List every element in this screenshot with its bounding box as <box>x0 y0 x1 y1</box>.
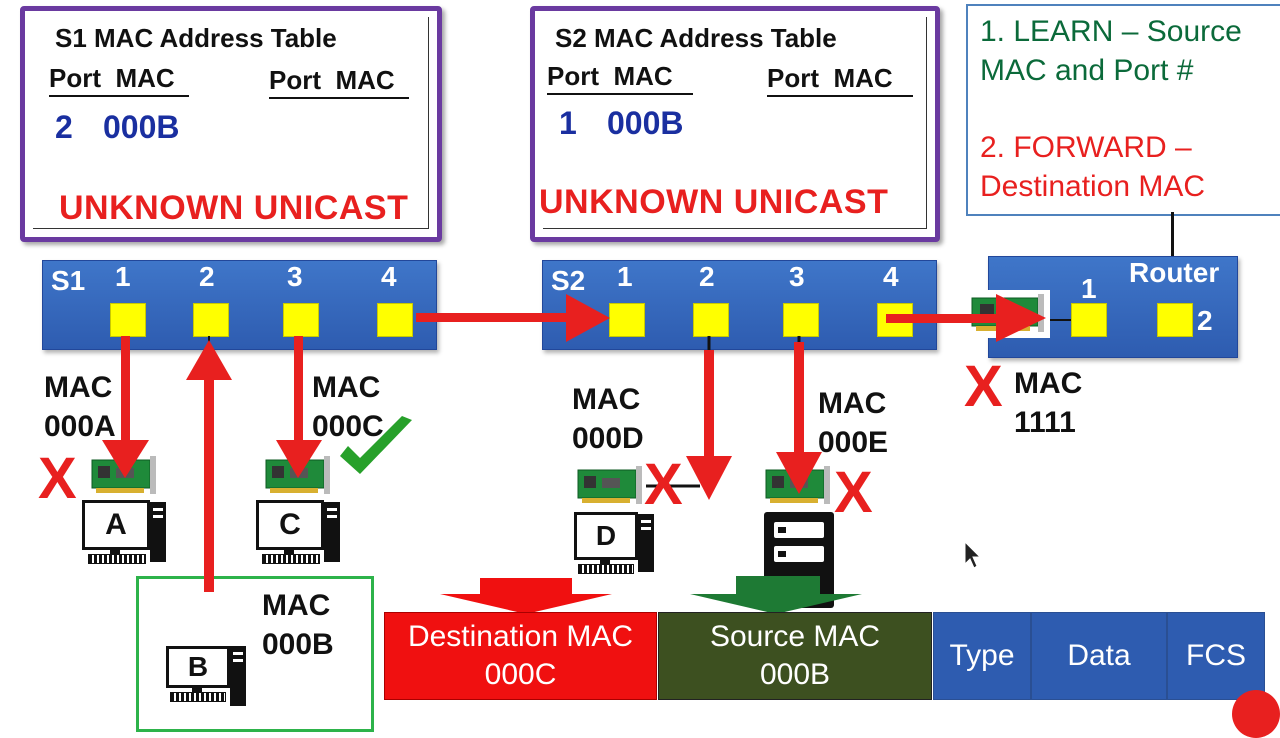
s2-port-3-label: 3 <box>789 261 805 292</box>
s1-table-title: S1 MAC Address Table <box>55 23 337 53</box>
router-mac-label: MAC 1111 <box>1014 367 1083 439</box>
drop-mark-host-a: X <box>38 446 77 511</box>
s2-table-entry-port: 1 <box>559 105 577 141</box>
s2-table-entry-mac: 000B <box>607 105 684 141</box>
host-c-mac-label: MAC 000C <box>312 371 384 443</box>
s1-port-3 <box>283 303 319 337</box>
router-port-2 <box>1157 303 1193 337</box>
switch-s2: S2 1 2 3 4 <box>542 260 937 350</box>
host-b-letter: B <box>187 651 209 682</box>
s2-port-2-label: 2 <box>699 261 715 292</box>
drop-mark-router: X <box>964 354 1003 419</box>
s2-table-header-left: Port MAC <box>547 61 693 95</box>
drop-mark-host-e: X <box>834 460 873 525</box>
host-b-computer: B <box>166 646 250 710</box>
host-e-server-icon <box>764 512 834 608</box>
frame-source-mac: Source MAC 000B <box>658 612 932 700</box>
host-a-letter: A <box>105 508 127 541</box>
frame-type: Type <box>933 612 1031 700</box>
host-d-nic-icon <box>577 466 642 504</box>
s2-port-1 <box>609 303 645 337</box>
s1-label: S1 <box>51 265 86 296</box>
ingress-arrow-from-b <box>186 340 232 592</box>
router-port-1 <box>1071 303 1107 337</box>
host-c-letter: C <box>279 508 301 541</box>
s2-table-title: S2 MAC Address Table <box>555 23 837 53</box>
host-d-mac-label: MAC 000D <box>572 383 644 455</box>
mouse-cursor-icon <box>964 540 982 569</box>
s1-table-entry-port: 2 <box>55 109 73 145</box>
s2-label: S2 <box>551 265 586 296</box>
s2-port-3 <box>783 303 819 337</box>
s2-port-4-label: 4 <box>883 261 899 292</box>
legend-learn: 1. LEARN – Source MAC and Port # <box>980 15 1242 87</box>
router-port-2-label: 2 <box>1197 305 1213 336</box>
s1-port-2 <box>193 303 229 337</box>
s1-table-header-right: Port MAC <box>269 65 409 99</box>
s1-port-4-label: 4 <box>381 261 397 292</box>
host-c-nic-icon <box>265 456 330 494</box>
s1-port-2-label: 2 <box>199 261 215 292</box>
s1-port-4 <box>377 303 413 337</box>
host-e-nic-icon <box>765 466 830 504</box>
s2-port-1-label: 1 <box>617 261 633 292</box>
s2-port-4 <box>877 303 913 337</box>
host-a-nic-icon <box>91 456 156 494</box>
learn-forward-legend: 1. LEARN – Source MAC and Port # 2. FORW… <box>966 4 1280 216</box>
s1-port-3-label: 3 <box>287 261 303 292</box>
dest-frame-arrow <box>440 594 612 614</box>
router-nic-link <box>1049 319 1071 321</box>
corner-logo <box>1232 690 1280 738</box>
router-port-1-label: 1 <box>1081 273 1097 304</box>
host-a-mac-label: MAC 000A <box>44 371 116 443</box>
frame-fcs: FCS <box>1167 612 1265 700</box>
drop-mark-host-d: X <box>644 452 683 517</box>
s1-port-1 <box>110 303 146 337</box>
frame-destination-mac: Destination MAC 000C <box>384 612 657 700</box>
host-b-mac-label: MAC 000B <box>262 589 334 661</box>
s1-port-1-label: 1 <box>115 261 131 292</box>
s1-table-entry-mac: 000B <box>103 109 180 145</box>
frame-data: Data <box>1031 612 1167 700</box>
host-e-mac-label: MAC 000E <box>818 387 889 459</box>
switch-s1: S1 1 2 3 4 <box>42 260 437 350</box>
s2-table-status: UNKNOWN UNICAST <box>539 183 889 221</box>
flood-arrow-to-d <box>686 350 732 500</box>
host-d-letter: D <box>595 520 617 551</box>
s1-mac-table: S1 MAC Address Table Port MAC Port MAC 2… <box>20 6 442 242</box>
s2-table-header-right: Port MAC <box>767 63 913 97</box>
legend-router-connector <box>1171 212 1174 262</box>
host-a-computer: A <box>82 500 166 564</box>
host-c-computer: C <box>256 500 340 564</box>
router-nic-icon <box>966 290 1050 338</box>
s1-table-status: UNKNOWN UNICAST <box>59 189 409 227</box>
host-d-computer: D <box>574 512 658 576</box>
s2-mac-table: S2 MAC Address Table Port MAC Port MAC 1… <box>530 6 940 242</box>
s2-port-2 <box>693 303 729 337</box>
s1-table-header-left: Port MAC <box>49 63 189 97</box>
router-label: Router <box>1129 257 1220 288</box>
legend-forward: 2. FORWARD – Destination MAC <box>980 131 1206 203</box>
